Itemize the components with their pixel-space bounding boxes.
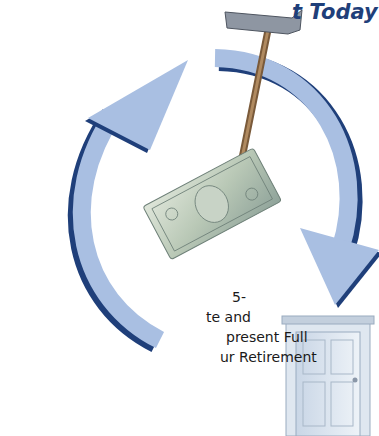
- body-text-fragment: te and: [206, 308, 251, 326]
- body-text-fragment: 5-: [232, 288, 246, 306]
- body-text-fragment: present Full: [226, 328, 308, 346]
- dollar-bill-icon: [143, 148, 282, 260]
- page-heading: t Today: [292, 0, 378, 24]
- hammer-icon: [225, 10, 302, 178]
- body-text-fragment: ur Retirement: [220, 348, 317, 366]
